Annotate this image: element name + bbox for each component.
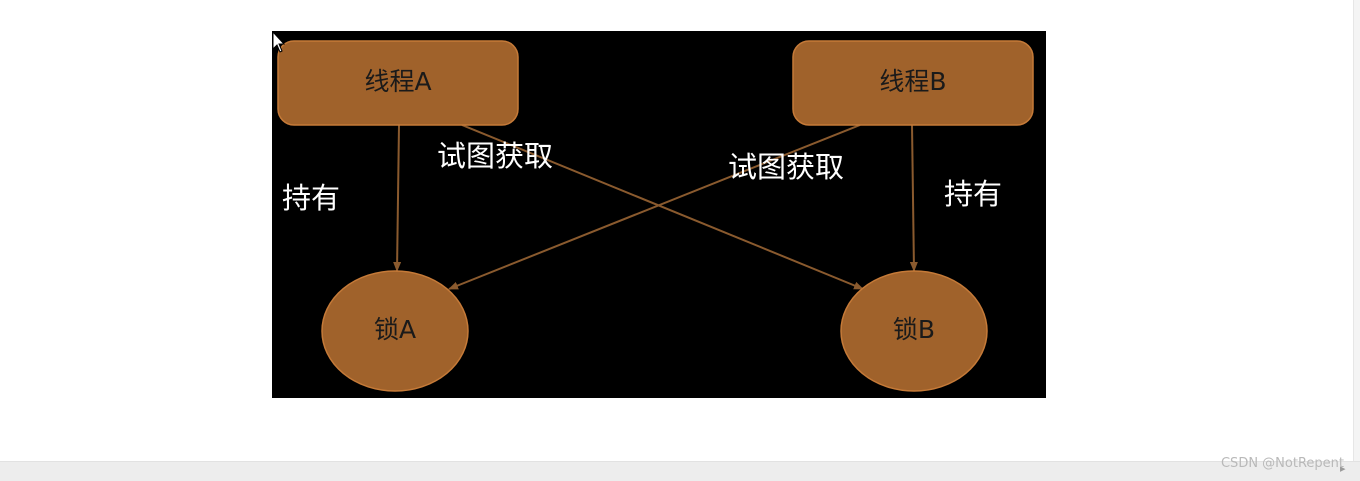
node-thread-a: 线程A [277,40,519,126]
csdn-watermark: CSDN @NotRepent [1220,456,1344,471]
deadlock-diagram: 线程A 线程B 锁A 锁B 持有 试图获取 试图获取 持有 [272,31,1046,398]
vertical-scrollbar[interactable] [1353,0,1360,461]
node-lock-a-label: 锁A [374,315,416,344]
edge-label-b-tries: 试图获取 [728,150,844,184]
edge-label-b-holds: 持有 [944,177,1002,211]
node-thread-a-label: 线程A [364,67,431,96]
node-lock-b: 锁B [840,270,988,392]
node-lock-a: 锁A [321,270,469,392]
node-thread-b: 线程B [792,40,1034,126]
edge-label-a-holds: 持有 [282,181,340,215]
edge-thread-a-to-lock-a [393,124,402,272]
node-thread-b-label: 线程B [879,67,946,96]
edge-label-a-tries: 试图获取 [437,139,553,173]
node-lock-b-label: 锁B [893,315,935,344]
horizontal-scrollbar[interactable] [0,461,1360,481]
mouse-pointer-icon [272,31,286,53]
edge-thread-b-to-lock-a [448,124,861,290]
diagram-canvas: 线程A 线程B 锁A 锁B 持有 试图获取 试图获取 持有 [277,40,1034,392]
edge-thread-b-to-lock-b [909,124,918,272]
edge-thread-a-to-lock-b [461,124,864,290]
chevron-right-icon[interactable]: ▸ [1340,462,1346,475]
